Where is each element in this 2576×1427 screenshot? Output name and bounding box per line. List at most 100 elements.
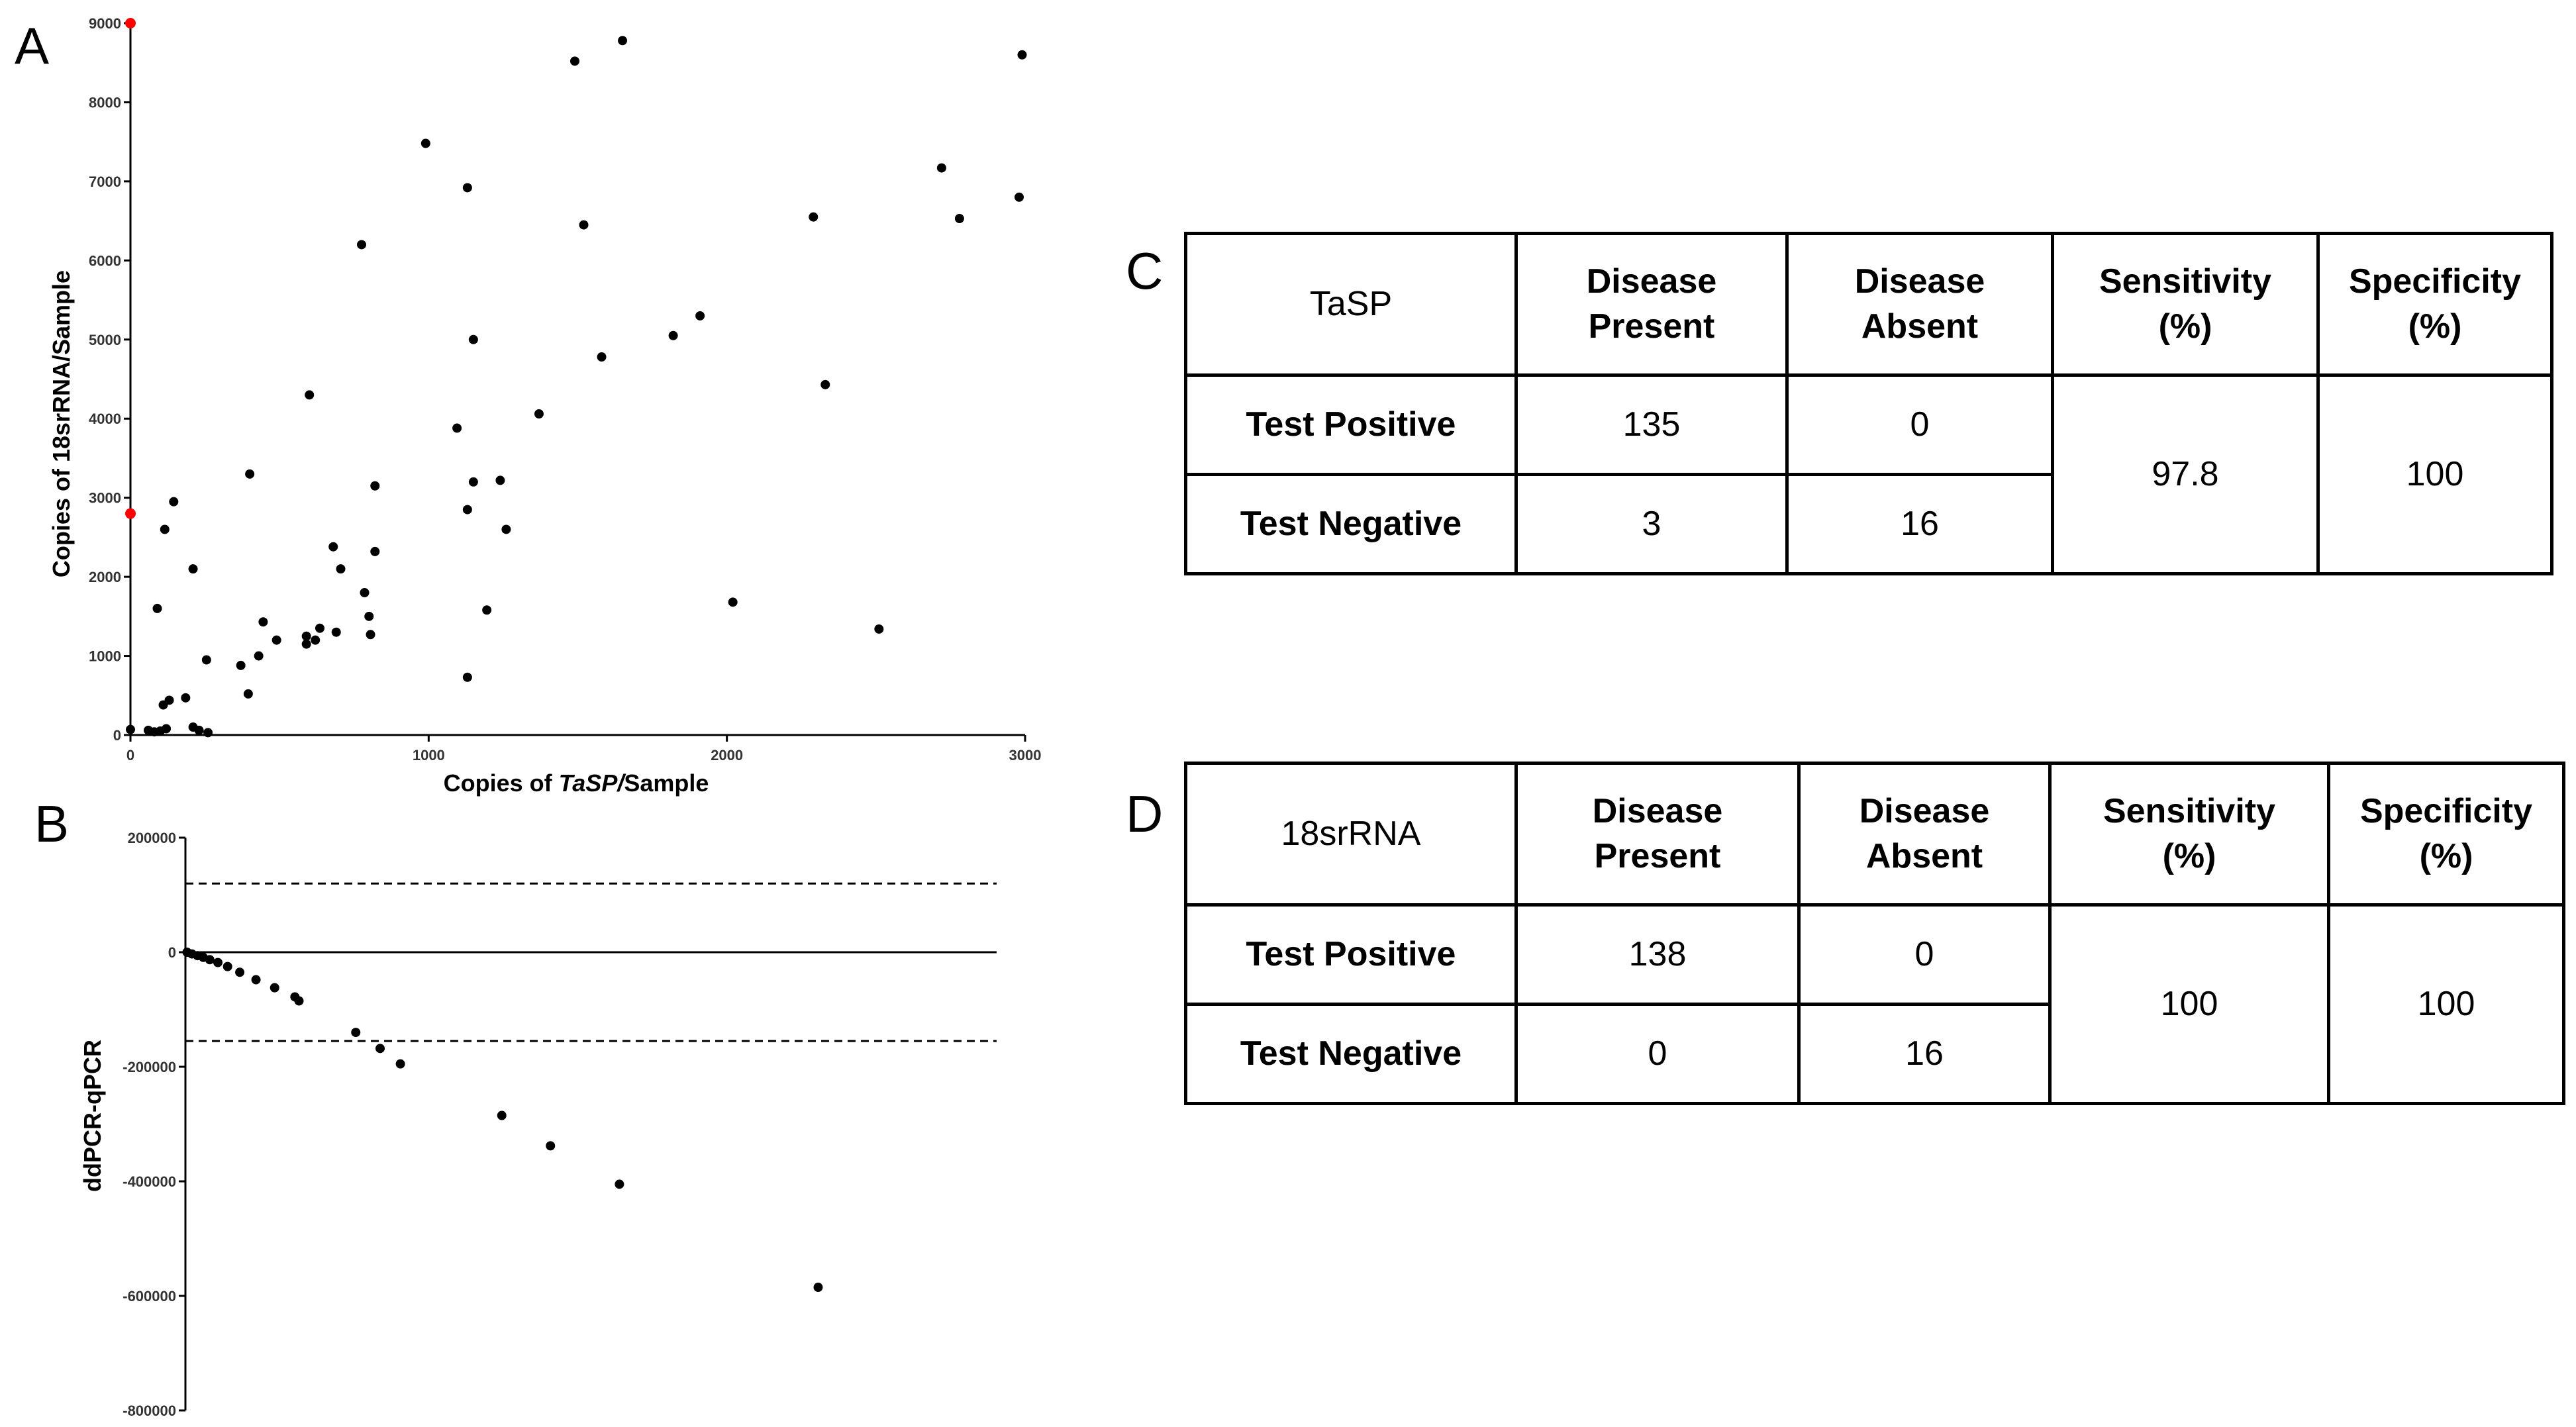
y-tick-label: -800000 — [123, 1402, 176, 1419]
data-point — [203, 728, 213, 738]
x-tick-label: 1000 — [413, 747, 445, 763]
data-point — [360, 588, 370, 597]
data-point — [162, 724, 172, 734]
data-point — [236, 660, 246, 670]
y-tick-label: -200000 — [123, 1059, 176, 1075]
data-point — [1017, 50, 1027, 60]
data-point — [315, 623, 324, 633]
highlighted-point — [125, 508, 136, 519]
data-point — [597, 352, 607, 362]
header-line: Specificity — [2359, 791, 2533, 830]
data-point — [370, 481, 380, 491]
row-header-test-positive: Test Positive — [1184, 373, 1518, 476]
highlighted-point — [125, 18, 136, 28]
data-point — [954, 214, 964, 224]
x-tick-label: 0 — [126, 747, 134, 763]
corner-text: TaSP — [1309, 284, 1393, 323]
data-point — [201, 655, 211, 665]
data-point — [311, 635, 321, 645]
y-tick-label: 8000 — [89, 94, 121, 111]
cell-negative-absent: 16 — [1797, 1003, 2052, 1105]
data-point — [468, 334, 478, 344]
cell-negative-present: 3 — [1514, 473, 1789, 575]
y-tick-label: 4000 — [89, 411, 121, 427]
data-point — [164, 695, 174, 705]
data-point — [615, 1179, 624, 1189]
x-axis-title: Copies of TaSP/Sample — [444, 769, 709, 797]
x-tick-label: 3000 — [1009, 747, 1042, 763]
row-header-test-negative: Test Negative — [1184, 473, 1518, 575]
col-header-sensitivity: Sensitivity (%) — [2048, 762, 2330, 907]
data-point — [874, 624, 884, 634]
data-point — [482, 605, 492, 615]
cell-negative-present: 0 — [1514, 1003, 1801, 1105]
data-point — [534, 409, 544, 419]
y-tick-label: 200000 — [128, 830, 176, 846]
y-tick-label: 5000 — [89, 332, 121, 348]
header-line: Present — [1588, 307, 1715, 346]
data-point — [366, 630, 375, 640]
x-axis-title-part: Copies of — [444, 769, 559, 797]
data-point — [820, 379, 830, 389]
data-point — [152, 603, 162, 613]
data-point — [495, 475, 505, 485]
y-tick-label: 3000 — [89, 490, 121, 507]
data-point — [160, 524, 170, 534]
data-point — [294, 996, 304, 1006]
data-point — [169, 497, 179, 507]
header-line: Absent — [1861, 307, 1979, 346]
data-point — [468, 477, 478, 487]
data-point — [251, 975, 261, 985]
data-point — [305, 390, 315, 400]
header-line: Disease — [1586, 262, 1717, 301]
panel-label-c: C — [1126, 242, 1164, 300]
data-point — [364, 611, 374, 621]
table-corner-label: 18srRNA — [1184, 762, 1518, 907]
panel-label-d: D — [1126, 785, 1164, 843]
data-point — [668, 330, 678, 340]
col-header-specificity: Specificity(%) — [2316, 232, 2553, 377]
cell-sensitivity: 100 — [2048, 903, 2330, 1105]
axes-b — [184, 838, 997, 1410]
y-axis-title: Copies of 18srRNA/Sample — [48, 270, 75, 577]
x-axis-title-part: Sample — [624, 769, 709, 797]
data-point — [570, 56, 579, 66]
y-tick-label: 7000 — [89, 173, 121, 190]
data-point — [370, 546, 380, 556]
data-point — [452, 423, 462, 433]
y-tick-label: 9000 — [89, 15, 121, 32]
y-axis-title-b: ddPCR-qPCR — [79, 1040, 106, 1192]
header-line: (%) — [2162, 836, 2216, 875]
header-line: Sensitivity — [2103, 791, 2276, 830]
header-line: (%) — [2408, 307, 2462, 346]
data-point — [728, 597, 738, 607]
data-point — [188, 564, 198, 574]
table-corner-label: TaSP — [1184, 232, 1518, 377]
data-point — [194, 725, 204, 735]
cell-positive-present: 135 — [1514, 373, 1789, 476]
cell-negative-absent: 16 — [1785, 473, 2054, 575]
data-point — [809, 212, 818, 222]
header-line: Disease — [1854, 262, 1985, 301]
data-point — [213, 958, 223, 967]
data-point — [421, 138, 430, 148]
header-line: (%) — [2419, 836, 2473, 875]
data-point — [395, 1059, 405, 1069]
data-point — [272, 635, 281, 645]
data-point — [181, 693, 191, 703]
cell-positive-absent: 0 — [1785, 373, 2054, 476]
cell-positive-present: 138 — [1514, 903, 1801, 1006]
cell-positive-absent: 0 — [1797, 903, 2052, 1006]
data-point — [223, 961, 232, 971]
data-point — [301, 631, 311, 641]
data-point — [497, 1110, 507, 1120]
row-header-test-negative: Test Negative — [1184, 1003, 1518, 1105]
data-point — [813, 1283, 823, 1293]
